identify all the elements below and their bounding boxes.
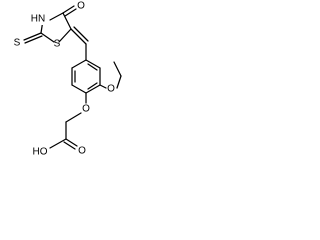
bond-ar6 — [71, 59, 87, 69]
bond-o-ch2-acid — [65, 112, 82, 123]
bond-ar4 — [71, 84, 87, 94]
bond-n-c4 — [49, 12, 64, 21]
atom-o-ethoxy: O — [107, 84, 115, 95]
bond-ar-o-ethoxy — [99, 84, 107, 89]
atom-o-carbonyl: O — [77, 1, 85, 12]
molecule-structure: HN O S S O O O HO — [14, 1, 122, 158]
bond-o-ch2 — [116, 75, 122, 89]
bond-c4-o-a — [62, 5, 75, 14]
bond-ar3 — [85, 84, 101, 94]
bond-c5-ch-b — [73, 26, 89, 42]
bond-ar1 — [85, 59, 101, 69]
bond-c-o-double-b — [63, 141, 76, 150]
bond-c4-c5 — [62, 12, 72, 30]
atom-ho-acid: HO — [33, 147, 48, 158]
atom-s-ring: S — [54, 39, 61, 50]
bond-ch2-ch3 — [113, 61, 122, 77]
bond-c5-s1 — [58, 28, 72, 43]
bonds — [23, 5, 122, 150]
atom-o-ether: O — [82, 104, 90, 115]
atom-s-thione: S — [14, 38, 21, 49]
bond-c2-s-a — [23, 32, 42, 41]
bond-c2-s-b — [24, 35, 43, 44]
bond-ar-double-2 — [87, 82, 98, 90]
atom-hn: HN — [31, 14, 45, 25]
bond-ar-double-1 — [87, 63, 98, 71]
bond-c-o-double-a — [65, 138, 78, 147]
structure-canvas: HN O S S O O O HO — [0, 0, 127, 173]
atom-o-acid: O — [78, 146, 86, 157]
bond-c-oh — [49, 138, 67, 149]
atom-labels: HN O S S O O O HO — [14, 1, 115, 158]
bond-s1-c2 — [40, 32, 55, 43]
bond-c4-o-b — [64, 8, 77, 17]
bond-c5-ch-a — [70, 28, 87, 45]
hn-label-bg — [31, 13, 45, 25]
